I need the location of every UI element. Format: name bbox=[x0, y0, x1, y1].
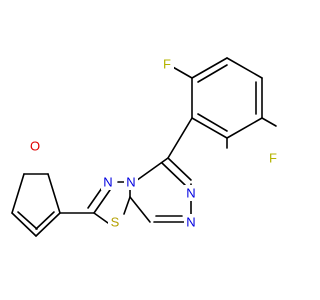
bond bbox=[167, 117, 193, 159]
bond bbox=[191, 57, 228, 79]
bond bbox=[35, 212, 61, 237]
bond bbox=[93, 212, 109, 224]
atom-n-triazole-lower: N bbox=[186, 215, 195, 230]
bonds bbox=[11, 57, 277, 237]
atom-s: S bbox=[111, 215, 120, 230]
bond bbox=[17, 211, 38, 230]
atom-n-thiadiazole: N bbox=[103, 175, 112, 190]
bond bbox=[11, 173, 25, 214]
atom-labels: F F O N N N N S bbox=[28, 56, 280, 230]
bond bbox=[161, 162, 186, 186]
bond bbox=[197, 64, 228, 83]
bond bbox=[93, 189, 111, 214]
atom-f-5: F bbox=[163, 57, 171, 72]
bond bbox=[191, 117, 228, 139]
molecule-structure: F F O N N N N S bbox=[11, 56, 280, 237]
bond bbox=[261, 117, 277, 127]
bond bbox=[167, 157, 192, 181]
bond bbox=[129, 196, 151, 223]
bond bbox=[123, 196, 131, 215]
atom-n-bridge: N bbox=[126, 175, 135, 190]
atom-o-furan: O bbox=[30, 139, 40, 154]
bond bbox=[11, 212, 37, 237]
bond bbox=[226, 117, 263, 139]
atom-f-2: F bbox=[269, 151, 277, 166]
bond bbox=[47, 173, 61, 214]
bond bbox=[132, 157, 169, 184]
bond bbox=[170, 65, 193, 79]
bond bbox=[197, 113, 228, 132]
bond bbox=[226, 57, 263, 79]
atom-n-triazole-upper: N bbox=[186, 186, 195, 201]
bond bbox=[35, 211, 55, 230]
